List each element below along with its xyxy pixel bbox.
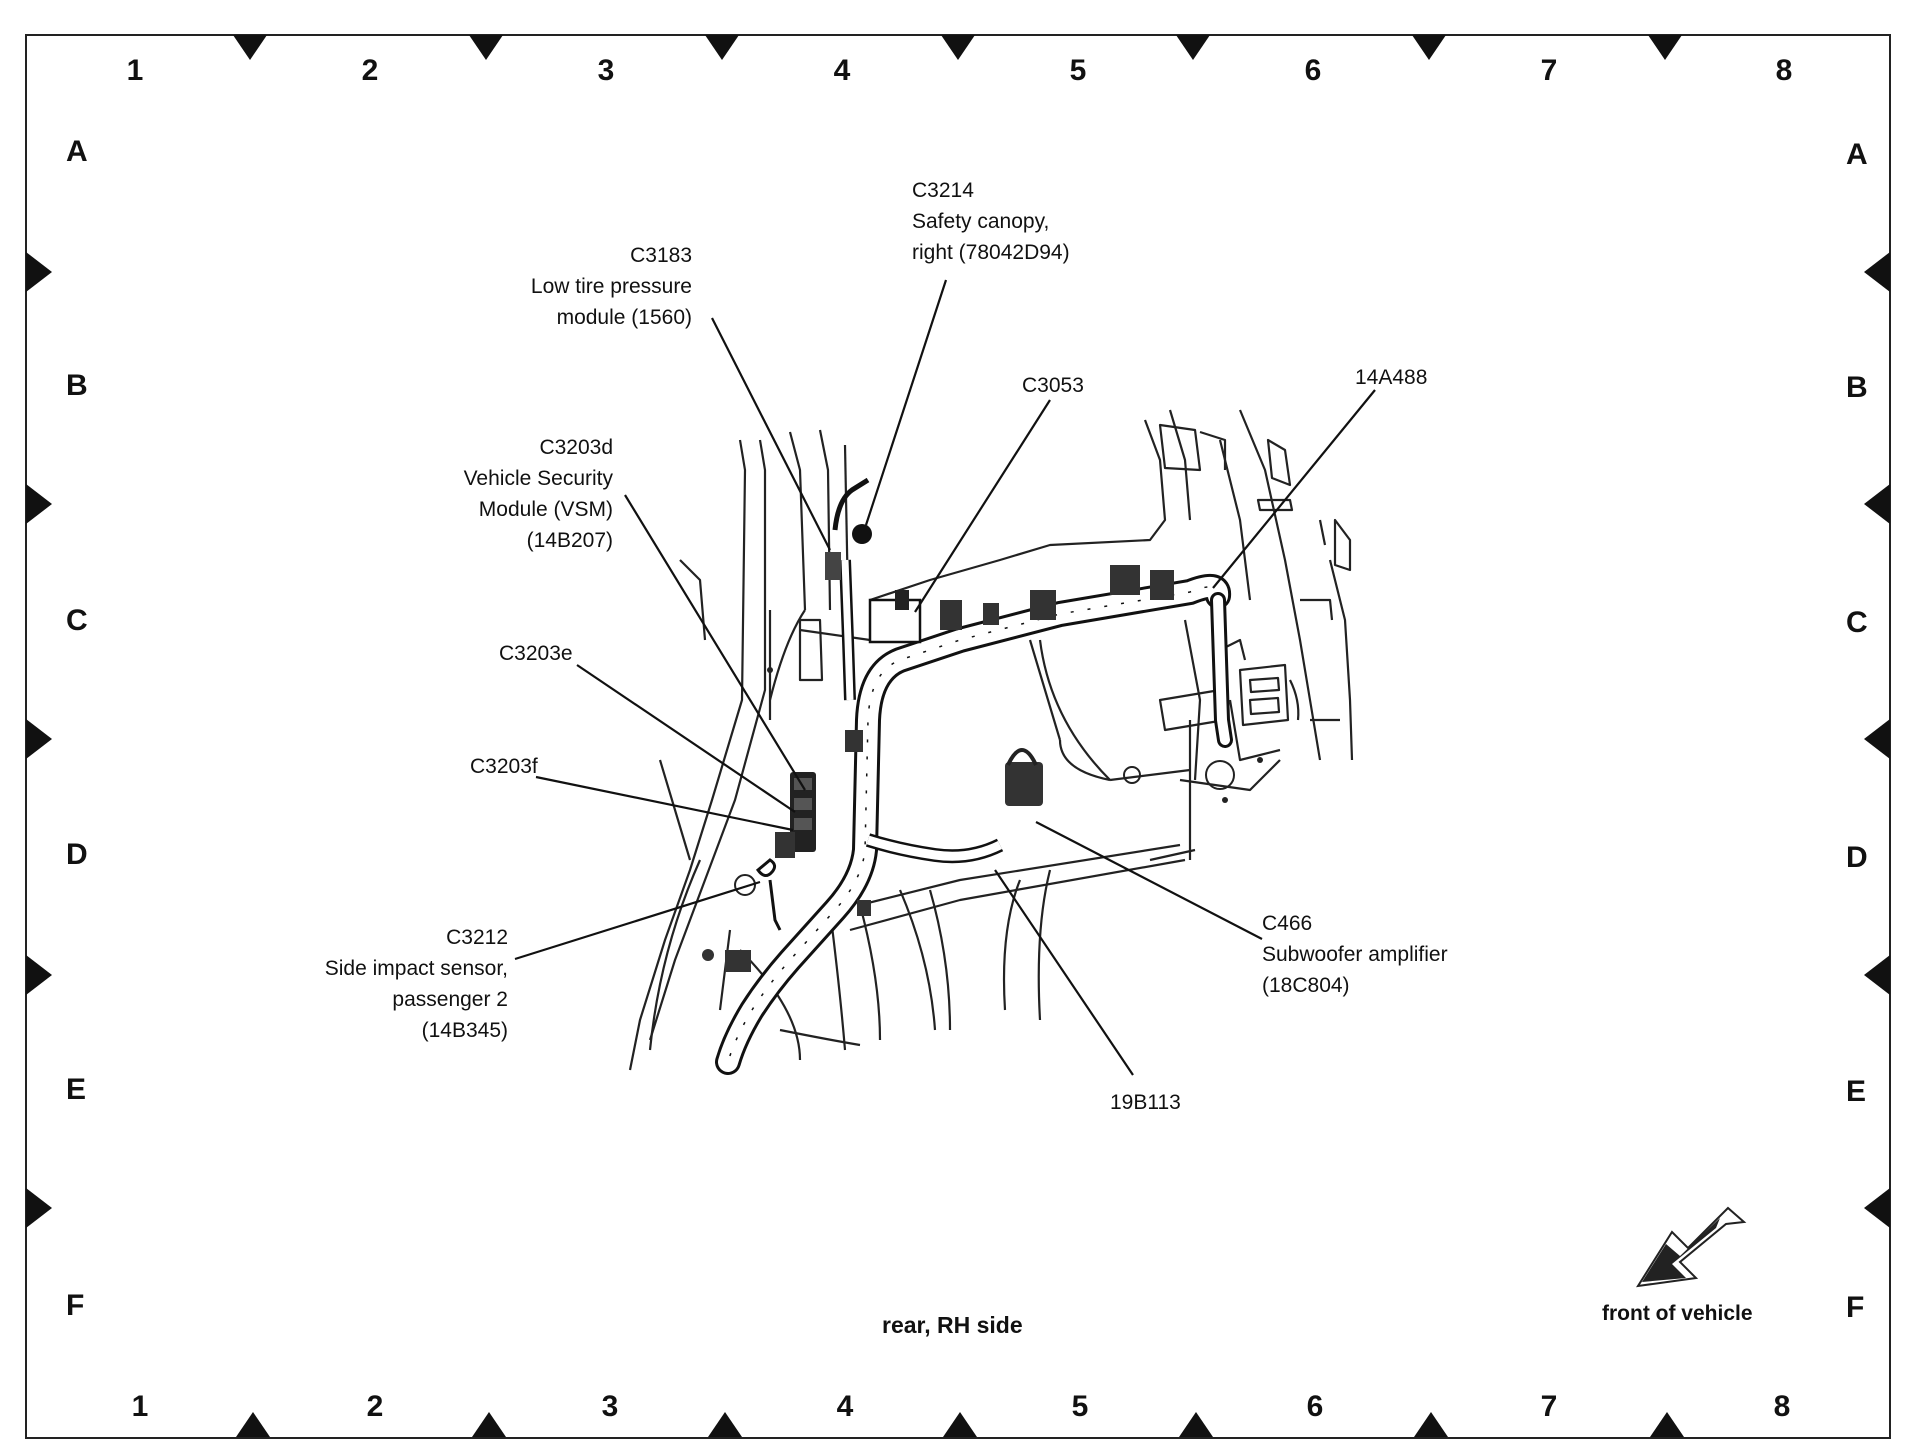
- callout-c3053: C3053: [1022, 370, 1084, 401]
- grid-col-bottom-5: 5: [1071, 1390, 1089, 1423]
- grid-col-top-6: 6: [1304, 54, 1322, 87]
- grid-col-top-8: 8: [1775, 54, 1793, 87]
- callout-c3183: C3183 Low tire pressure module (1560): [480, 240, 692, 333]
- grid-row-right-D: D: [1846, 841, 1868, 874]
- callout-c3053-code: C3053: [1022, 374, 1084, 397]
- callout-14a488-code: 14A488: [1355, 366, 1428, 389]
- callout-c3212-part: (14B345): [421, 1019, 508, 1042]
- wiring-harness: [715, 477, 1233, 1075]
- callout-c3203d-name2: Module (VSM): [478, 498, 613, 521]
- grid-col-bottom-1: 1: [131, 1390, 149, 1423]
- grid-row-right-A: A: [1846, 138, 1868, 171]
- grid-row-right-B: B: [1846, 371, 1868, 404]
- callout-c3203d: C3203d Vehicle Security Module (VSM) (14…: [420, 432, 613, 556]
- grid-col-bottom-7: 7: [1540, 1390, 1558, 1423]
- grid-col-bottom-6: 6: [1306, 1390, 1324, 1423]
- callout-c3214: C3214 Safety canopy, right (78042D94): [912, 175, 1070, 268]
- grid-markers: [26, 35, 1890, 1437]
- callout-c3212-name: Side impact sensor,: [324, 957, 508, 980]
- callout-c3203e-code: C3203e: [499, 642, 573, 665]
- front-of-vehicle-arrow-icon: [1636, 1206, 1747, 1288]
- grid-row-left-F: F: [66, 1289, 85, 1322]
- callout-c3183-code: C3183: [630, 244, 692, 267]
- callout-c3203d-name: Vehicle Security: [463, 467, 613, 490]
- connectors: [702, 524, 1174, 972]
- grid-col-top-4: 4: [833, 54, 851, 87]
- grid-col-top-2: 2: [361, 54, 379, 87]
- grid-col-bottom-3: 3: [601, 1390, 619, 1423]
- callout-14a488: 14A488: [1355, 362, 1427, 393]
- grid-row-left-E: E: [66, 1073, 87, 1106]
- callout-c3212: C3212 Side impact sensor, passenger 2 (1…: [290, 922, 508, 1046]
- diagram-caption: rear, RH side: [882, 1312, 1023, 1338]
- callout-19b113: 19B113: [1110, 1087, 1181, 1118]
- grid-col-top-3: 3: [597, 54, 615, 87]
- grid-col-top-7: 7: [1540, 54, 1558, 87]
- grid-col-bottom-8: 8: [1773, 1390, 1791, 1423]
- callout-c466-code: C466: [1262, 912, 1313, 935]
- callout-c3203e: C3203e: [499, 638, 573, 669]
- callout-c3214-part: right (78042D94): [912, 241, 1070, 264]
- callout-c3203d-part: (14B207): [526, 529, 613, 552]
- callout-c3212-name2: passenger 2: [392, 988, 508, 1011]
- callout-c466: C466 Subwoofer amplifier (18C804): [1262, 908, 1448, 1001]
- grid-row-right-F: F: [1846, 1291, 1865, 1324]
- callout-c3214-name: Safety canopy,: [912, 210, 1050, 233]
- grid-col-top-1: 1: [126, 54, 144, 87]
- grid-col-bottom-4: 4: [836, 1390, 854, 1423]
- callout-c3203d-code: C3203d: [539, 436, 613, 459]
- callout-c466-name: Subwoofer amplifier: [1262, 943, 1448, 966]
- grid-col-bottom-2: 2: [366, 1390, 384, 1423]
- grid-row-left-A: A: [66, 135, 88, 168]
- callout-c466-part: (18C804): [1262, 974, 1350, 997]
- vehicle-body-outline: [628, 409, 1354, 1071]
- grid-row-right-E: E: [1846, 1075, 1867, 1108]
- callout-c3212-code: C3212: [446, 926, 508, 949]
- callout-c3214-code: C3214: [912, 179, 974, 202]
- leader-lines: [514, 279, 1376, 1076]
- callout-c3183-part: module (1560): [556, 306, 692, 329]
- grid-row-left-D: D: [66, 838, 88, 871]
- callout-c3203f: C3203f: [470, 751, 538, 782]
- grid-row-left-C: C: [66, 604, 88, 637]
- grid-row-right-C: C: [1846, 606, 1868, 639]
- callout-19b113-code: 19B113: [1110, 1091, 1181, 1114]
- callout-c3203f-code: C3203f: [470, 755, 538, 778]
- grid-col-top-5: 5: [1069, 54, 1087, 87]
- front-of-vehicle-label: front of vehicle: [1602, 1302, 1753, 1325]
- callout-c3183-name: Low tire pressure: [530, 275, 692, 298]
- grid-row-left-B: B: [66, 369, 88, 402]
